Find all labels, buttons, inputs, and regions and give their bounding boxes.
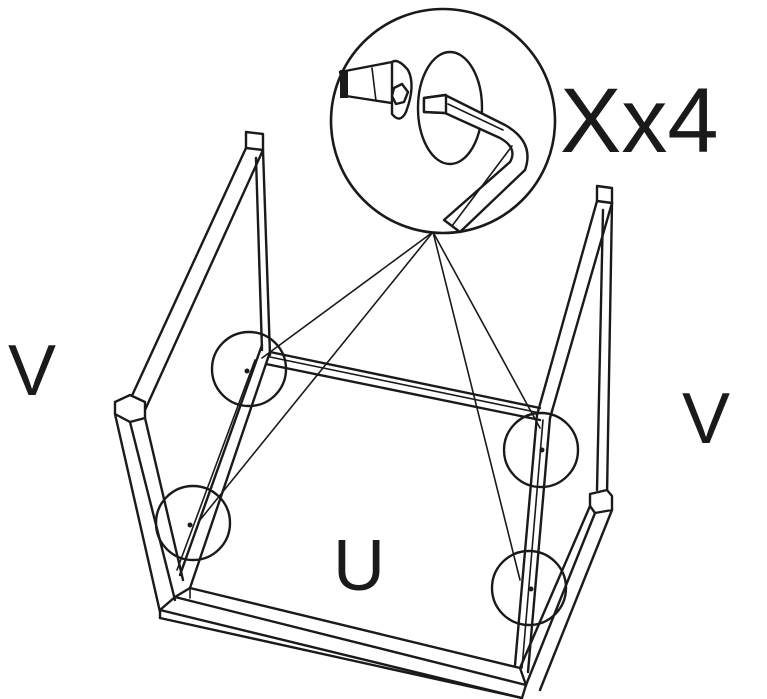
fastening-point-top-right <box>502 411 580 489</box>
bottom-panel <box>158 586 528 699</box>
fastening-point-bottom-left <box>154 484 232 562</box>
left-panel-label: V <box>8 331 56 411</box>
right-side-panel <box>513 184 614 692</box>
screw-and-allen-key-icon <box>329 7 557 235</box>
callout-lines <box>199 231 541 581</box>
left-side-panel <box>113 130 272 614</box>
right-panel-label: V <box>682 379 730 459</box>
fastening-point-bottom-right <box>490 549 568 627</box>
back-rail <box>264 350 542 422</box>
fastening-point-top-left <box>210 330 288 408</box>
quantity-label: Xx4 <box>560 70 719 172</box>
bottom-panel-label: U <box>333 526 385 606</box>
